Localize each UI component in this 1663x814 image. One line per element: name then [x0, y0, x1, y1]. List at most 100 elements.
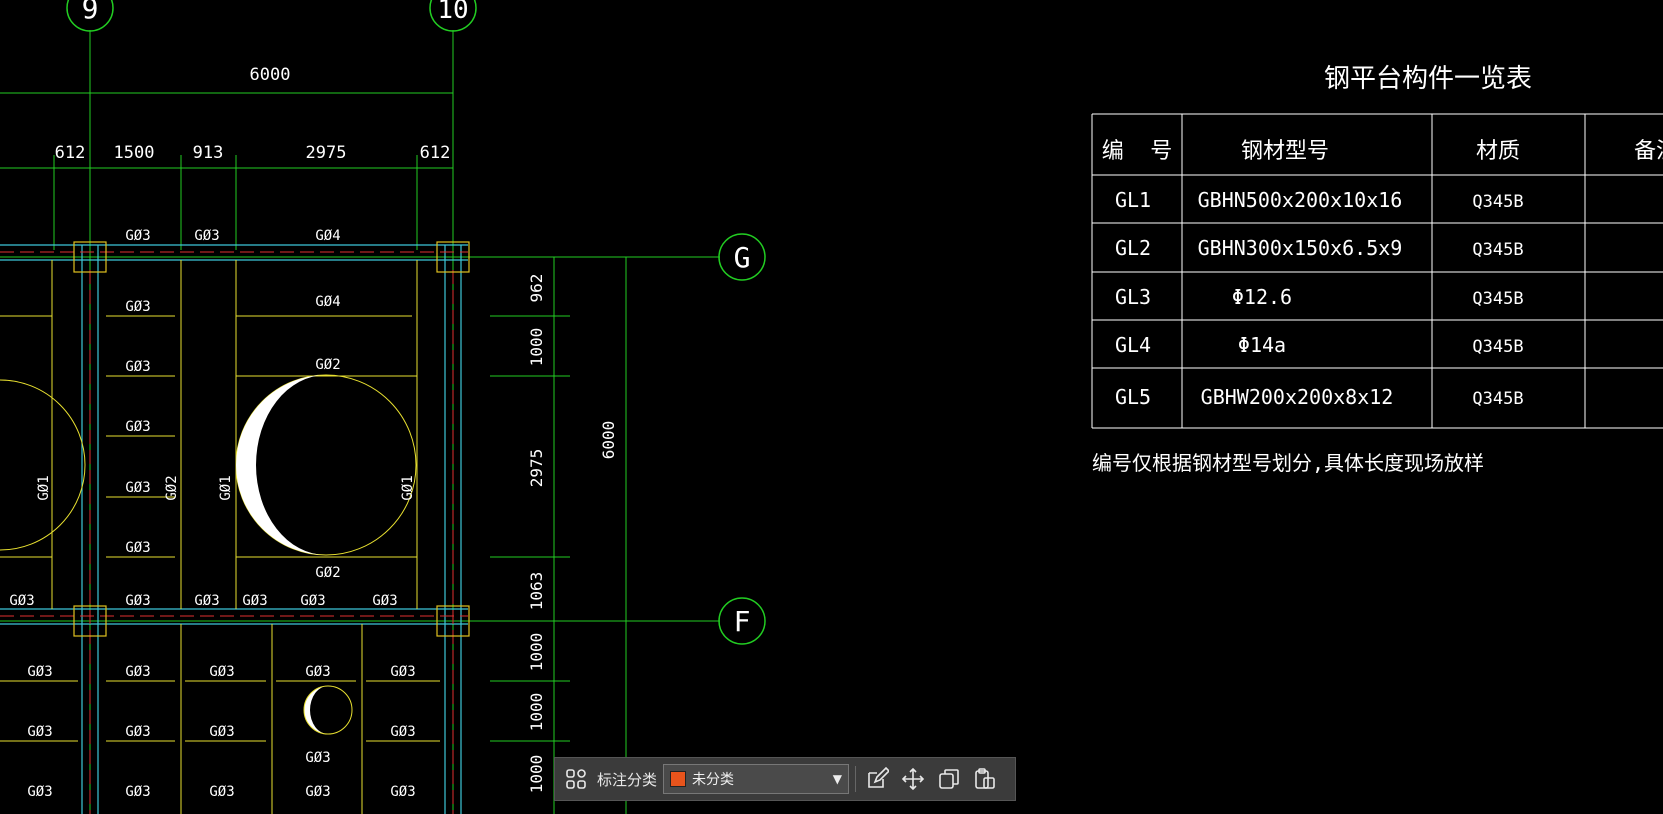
secondary-members — [0, 260, 440, 814]
copy-icon[interactable] — [934, 764, 964, 794]
svg-text:G: G — [734, 241, 751, 274]
edit-icon[interactable] — [862, 764, 892, 794]
svg-text:GØ2: GØ2 — [315, 565, 340, 581]
category-color-swatch — [670, 771, 687, 787]
svg-text:GØ4: GØ4 — [315, 294, 340, 310]
beam-centerlines — [0, 251, 468, 814]
dim-top-5: 612 — [420, 143, 451, 163]
svg-text:GØ3: GØ3 — [27, 724, 52, 740]
svg-text:GØ3: GØ3 — [27, 784, 52, 800]
row-4-type: Φ14a — [1238, 333, 1286, 357]
axis-lines — [0, 30, 720, 814]
axis-bubble-F: F — [718, 597, 766, 645]
dim-top-3: 913 — [193, 143, 224, 163]
svg-text:GØ3: GØ3 — [125, 784, 150, 800]
dim-top-2: 1500 — [114, 143, 155, 163]
svg-text:GØ3: GØ3 — [372, 593, 397, 609]
grid-icon[interactable] — [561, 764, 591, 794]
opening-circle-small — [303, 685, 353, 735]
svg-text:GØ3: GØ3 — [300, 593, 325, 609]
svg-text:GØ3: GØ3 — [125, 359, 150, 375]
table-title: 钢平台构件一览表 — [1324, 64, 1532, 94]
table-note: 编号仅根据钢材型号划分,具体长度现场放样 — [1092, 451, 1484, 475]
row-1-id: GL1 — [1115, 188, 1151, 212]
dim-right-total: 6000 — [599, 421, 618, 460]
chevron-down-icon: ▼ — [832, 772, 843, 786]
svg-text:GØ3: GØ3 — [209, 784, 234, 800]
svg-text:GØ1: GØ1 — [218, 475, 234, 500]
dim-right-1: 962 — [527, 274, 546, 303]
svg-text:10: 10 — [437, 0, 468, 25]
dim-top-total: 6000 — [250, 65, 291, 85]
dim-right-7: 1000 — [527, 755, 546, 794]
svg-text:GØ3: GØ3 — [390, 784, 415, 800]
row-5-type: GBHW200x200x8x12 — [1201, 385, 1394, 409]
dim-right-6: 1000 — [527, 693, 546, 732]
dim-right-2: 1000 — [527, 328, 546, 367]
svg-text:GØ3: GØ3 — [125, 480, 150, 496]
row-5-material: Q345B — [1472, 389, 1523, 409]
row-3-type: Φ12.6 — [1232, 285, 1292, 309]
columns — [73, 241, 470, 637]
svg-text:9: 9 — [82, 0, 99, 25]
dim-top-1: 612 — [55, 143, 86, 163]
paste-icon[interactable] — [970, 764, 1000, 794]
svg-text:GØ3: GØ3 — [125, 540, 150, 556]
opening-crescent-large — [236, 375, 326, 555]
header-type: 钢材型号 — [1241, 139, 1329, 164]
svg-text:GØ3: GØ3 — [194, 593, 219, 609]
axis-bubble-G: G — [718, 233, 766, 281]
header-id: 编 号 — [1102, 139, 1173, 164]
dim-top-4: 2975 — [306, 143, 347, 163]
member-labels: GØ3 GØ3 GØ4 GØ4 GØ2 GØ2 GØ3 GØ3 GØ3 GØ3 … — [9, 228, 416, 800]
svg-text:GØ3: GØ3 — [194, 228, 219, 244]
row-2-id: GL2 — [1115, 236, 1151, 260]
right-dimensions: 962 1000 2975 1063 1000 1000 1000 6000 — [527, 274, 618, 794]
svg-text:GØ2: GØ2 — [315, 357, 340, 373]
svg-text:GØ3: GØ3 — [9, 593, 34, 609]
dim-right-5: 1000 — [527, 633, 546, 672]
svg-text:GØ1: GØ1 — [400, 475, 416, 500]
beams — [0, 244, 468, 814]
svg-text:GØ3: GØ3 — [125, 593, 150, 609]
move-icon[interactable] — [898, 764, 928, 794]
row-2-material: Q345B — [1472, 240, 1523, 260]
row-1-material: Q345B — [1472, 192, 1523, 212]
category-dropdown[interactable]: 未分类 ▼ — [663, 764, 850, 794]
dim-right-3: 2975 — [527, 449, 546, 488]
svg-text:GØ3: GØ3 — [390, 664, 415, 680]
member-table: 编 号 钢材型号 材质 备注 GL1 GBHN500x200x10x16 Q34… — [1102, 139, 1663, 409]
row-3-id: GL3 — [1115, 285, 1151, 309]
svg-text:GØ1: GØ1 — [36, 475, 52, 500]
member-table-grid — [1091, 113, 1663, 429]
svg-text:GØ3: GØ3 — [27, 664, 52, 680]
row-2-type: GBHN300x150x6.5x9 — [1198, 236, 1403, 260]
svg-text:GØ3: GØ3 — [209, 664, 234, 680]
category-label: 标注分类 — [597, 770, 658, 789]
svg-text:GØ3: GØ3 — [305, 664, 330, 680]
svg-text:GØ3: GØ3 — [305, 750, 330, 766]
top-dimensions: 6000 612 1500 913 2975 612 — [55, 65, 451, 163]
dim-right-4: 1063 — [527, 572, 546, 611]
svg-text:GØ3: GØ3 — [125, 724, 150, 740]
svg-text:GØ3: GØ3 — [390, 724, 415, 740]
svg-text:GØ3: GØ3 — [305, 784, 330, 800]
axis-bubble-10: 10 — [429, 0, 477, 32]
toolbar-divider — [855, 766, 857, 792]
svg-text:GØ3: GØ3 — [242, 593, 267, 609]
row-5-id: GL5 — [1115, 385, 1151, 409]
svg-text:GØ3: GØ3 — [125, 228, 150, 244]
annotation-toolbar: 标注分类 未分类 ▼ — [554, 757, 1016, 801]
svg-text:GØ3: GØ3 — [209, 724, 234, 740]
opening-crescent-small — [304, 686, 328, 734]
axis-bubble-9: 9 — [66, 0, 114, 32]
svg-text:GØ2: GØ2 — [164, 475, 180, 500]
header-material: 材质 — [1476, 139, 1520, 164]
row-1-type: GBHN500x200x10x16 — [1198, 188, 1403, 212]
svg-text:GØ3: GØ3 — [125, 419, 150, 435]
category-selected-value: 未分类 — [692, 772, 735, 788]
svg-text:GØ3: GØ3 — [125, 299, 150, 315]
row-3-material: Q345B — [1472, 289, 1523, 309]
svg-text:F: F — [734, 605, 751, 638]
